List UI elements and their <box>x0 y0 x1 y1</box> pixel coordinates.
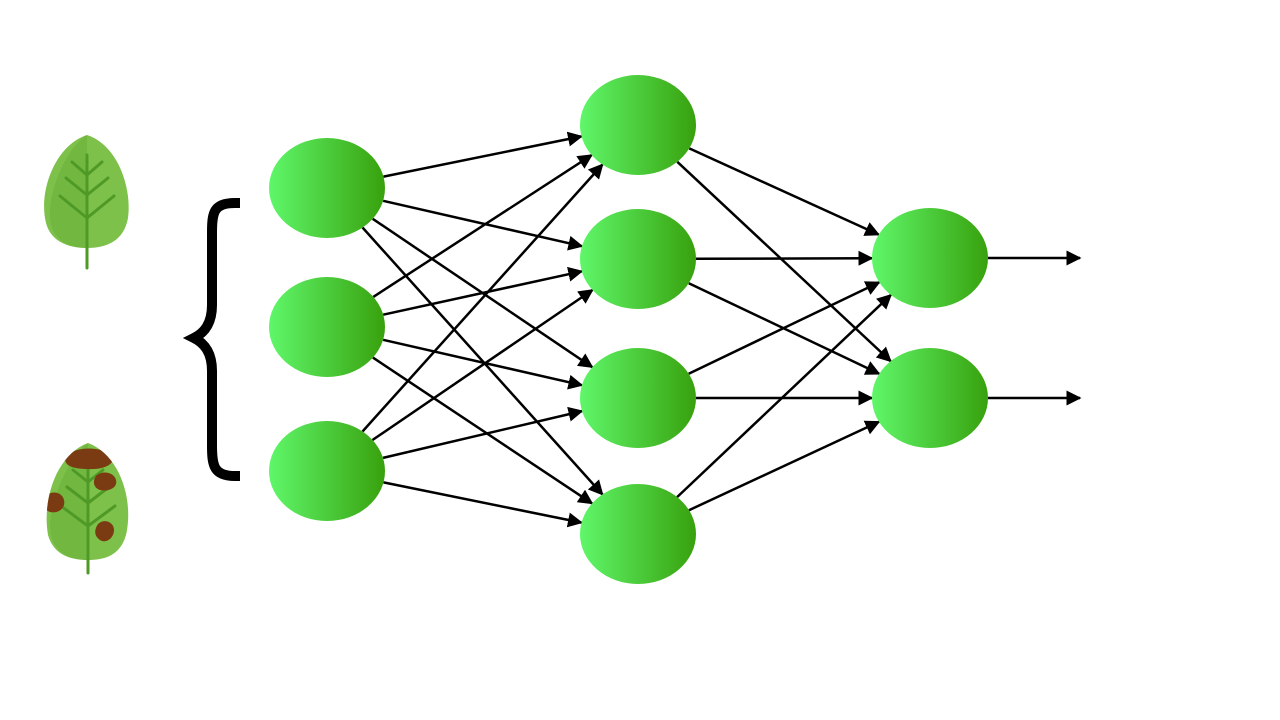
output-node <box>872 208 988 308</box>
connection-arrows <box>361 131 1082 528</box>
connection-arrow <box>383 131 583 178</box>
connection-arrow <box>382 266 584 316</box>
connection-arrow <box>676 293 892 499</box>
curly-brace-icon <box>182 197 241 482</box>
hidden-node <box>580 348 696 448</box>
connection-arrow <box>382 406 584 460</box>
connection-arrow <box>688 420 881 512</box>
connection-arrow <box>372 356 594 505</box>
output-node <box>872 348 988 448</box>
connection-arrow <box>372 154 593 298</box>
connection-arrow <box>382 338 584 390</box>
healthy-leaf-icon <box>44 135 129 270</box>
input-node <box>269 277 385 377</box>
connection-arrow <box>695 250 874 266</box>
connection-arrow <box>361 226 604 496</box>
connection-arrow <box>371 288 594 442</box>
diseased-leaf-icon <box>46 443 129 575</box>
input-node <box>269 421 385 521</box>
connection-arrow <box>361 163 604 433</box>
connection-arrow <box>383 481 583 528</box>
hidden-node <box>580 209 696 309</box>
input-node <box>269 138 385 238</box>
hidden-node <box>580 484 696 584</box>
network-nodes <box>269 75 988 584</box>
connection-arrow <box>688 147 881 236</box>
connection-arrow <box>688 281 881 375</box>
hidden-node <box>580 75 696 175</box>
connection-arrow <box>382 199 584 251</box>
